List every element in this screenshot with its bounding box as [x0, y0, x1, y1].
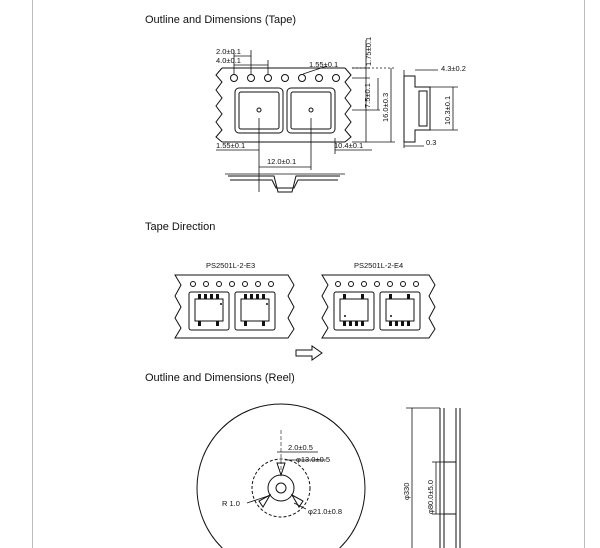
dim-pitch-hole: 2.0±0.1	[216, 47, 241, 56]
dim-pocket-pitch: 12.0±0.1	[267, 157, 296, 166]
dim-pocket-length: 10.4±0.1	[334, 141, 363, 150]
dim-edge-to-hole: 1.75±0.1	[364, 37, 373, 66]
tape-outline-title: Outline and Dimensions (Tape)	[145, 14, 297, 26]
dim-thickness: 0.3	[426, 138, 436, 147]
dim-reel-dia: φ330	[402, 483, 411, 500]
dim-hole-diameter: 1.55±0.1	[309, 60, 338, 69]
dim-tape-width: 16.0±0.3	[381, 93, 390, 122]
tape-side-view	[403, 69, 458, 148]
tape-right	[321, 274, 436, 339]
right-ic-pins	[343, 294, 410, 326]
dim-radius: R 1.0	[222, 499, 240, 508]
page-border-right	[584, 0, 585, 548]
right-arrow-icon	[295, 345, 323, 361]
dim-hub-dia: φ80.0±5.0	[426, 480, 435, 514]
tape-left	[174, 274, 295, 339]
tape-direction-right-label: PS2501L-2-E4	[354, 261, 403, 270]
tape-direction-left-label: PS2501L-2-E3	[206, 261, 255, 270]
reel-outline-title: Outline and Dimensions (Reel)	[145, 372, 295, 384]
reel-front-view	[196, 403, 366, 548]
dim-pocket-depth: 4.3±0.2	[441, 64, 466, 73]
dim-pitch-sprocket: 4.0±0.1	[216, 56, 241, 65]
page-border-left	[32, 0, 33, 548]
tape-top-view	[215, 67, 352, 143]
dim-hub-outer: φ21.0±0.8	[308, 507, 342, 516]
dim-pocket-hole-dia: 1.55±0.1	[216, 141, 245, 150]
left-ic-pins	[198, 294, 268, 326]
dim-pocket-width: 10.3±0.1	[443, 96, 452, 125]
tape-direction-title: Tape Direction	[145, 221, 216, 233]
dim-hub-slot: 2.0±0.5	[288, 443, 313, 452]
tape-cross-section	[225, 173, 345, 193]
dim-hole-to-center: 7.5±0.1	[363, 83, 372, 108]
reel-side-view	[406, 407, 461, 548]
dim-hub-inner: φ13.0±0.5	[296, 455, 330, 464]
